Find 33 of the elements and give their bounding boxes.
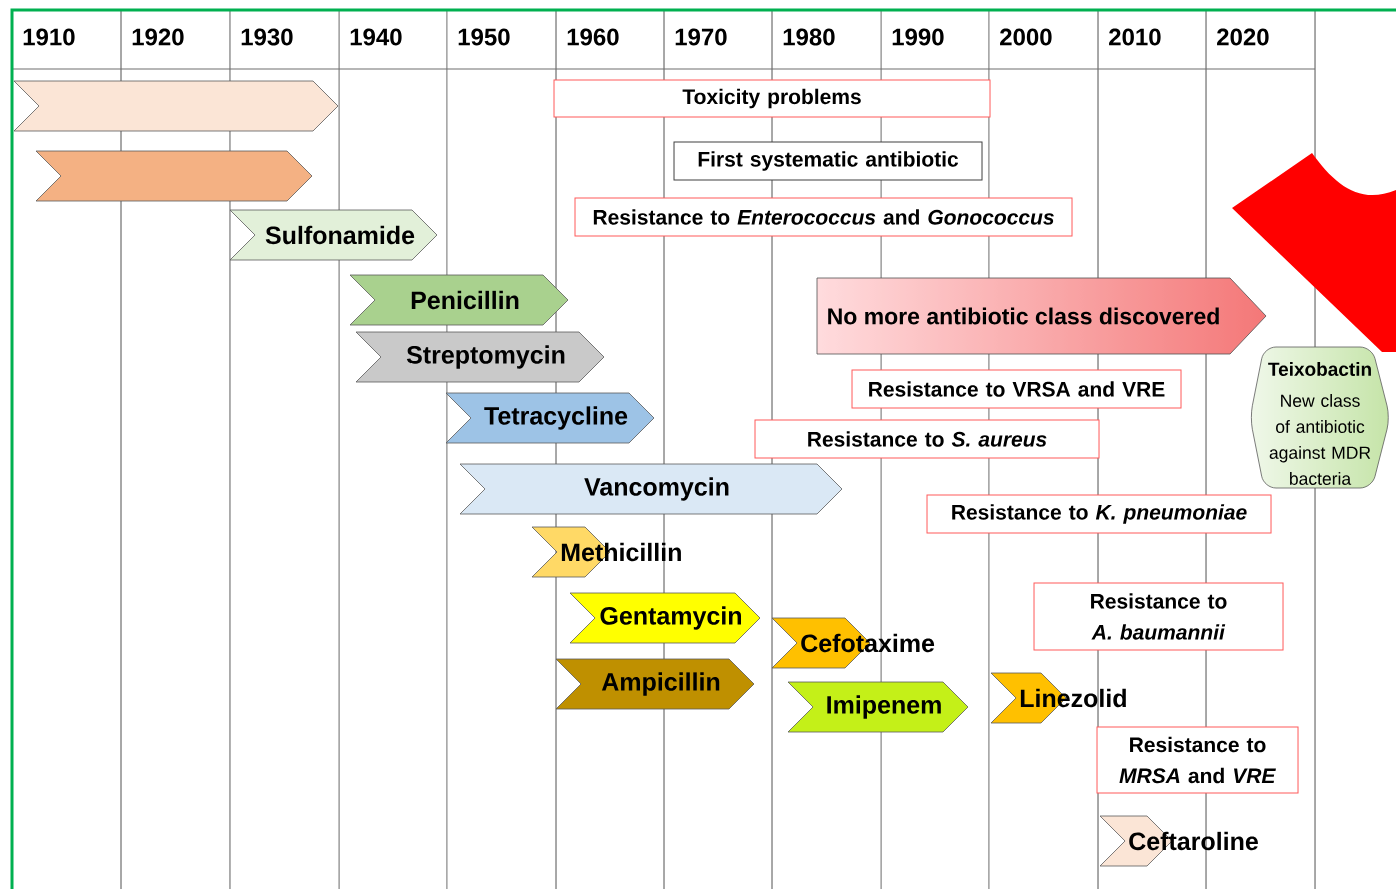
text-box: Resistance to Enterococcus and Gonococcus	[574, 197, 1073, 237]
year-label: 1910	[23, 28, 75, 46]
year-label: 1940	[350, 28, 402, 46]
text-box: Resistance to K. pneumoniae	[926, 494, 1272, 534]
year-label: 2000	[1000, 28, 1052, 46]
chevron-banner: Tetracycline	[445, 392, 655, 444]
year-label: 1970	[675, 28, 727, 46]
year-label: 1990	[892, 28, 944, 46]
year-label: 2020	[1217, 28, 1269, 46]
chevron-banner	[13, 80, 339, 132]
text-box: First systematic antibiotic	[673, 141, 983, 181]
chevron-banner: Gentamycin	[569, 592, 761, 644]
chevron-banner: Ceftaroline	[1099, 815, 1258, 867]
text-box: Resistance to S. aureus	[754, 419, 1100, 459]
chevron-banner: Streptomycin	[355, 331, 605, 383]
chevron-banner: Ampicillin	[555, 658, 755, 710]
year-label: 1920	[132, 28, 184, 46]
chevron-banner: Sulfonamide	[229, 209, 438, 261]
chevron-banner: Vancomycin	[459, 463, 843, 515]
text-box: Resistance to MRSA and VRE	[1096, 726, 1299, 794]
year-label: 1950	[458, 28, 510, 46]
year-label: 1960	[567, 28, 619, 46]
text-box: Resistance to A. baumannii	[1033, 582, 1284, 651]
year-label: 2010	[1109, 28, 1161, 46]
text-box: Resistance to VRSA and VRE	[851, 369, 1182, 409]
text-box: Toxicity problems	[553, 79, 991, 118]
hexagon-box: Teixobactin New class of antibiotic against MDR bacteria	[1251, 346, 1389, 489]
chevron-banner: Imipenem	[787, 681, 969, 733]
year-label: 1930	[241, 28, 293, 46]
year-label: 1980	[783, 28, 835, 46]
chevron-banner	[35, 150, 313, 202]
chevron-banner: Penicillin	[349, 274, 569, 326]
gradient-banner: No more antibiotic class discovered	[816, 277, 1267, 355]
